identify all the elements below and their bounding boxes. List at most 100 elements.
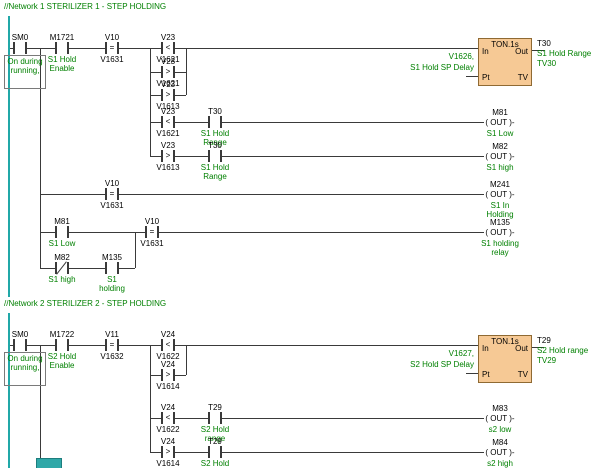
wire-horizontal (150, 122, 492, 123)
coil-device-label: M135 (489, 218, 510, 227)
operand-top: V10 (104, 33, 120, 42)
timer-title: TON.1s (491, 40, 519, 49)
operand-top: V23 (160, 57, 176, 66)
timer-output-comment: S2 Hold range (537, 346, 589, 355)
coil-device-label: M241 (489, 180, 510, 189)
no-contact-symbol (55, 42, 69, 54)
timer-pin-pt: Pt (482, 73, 490, 82)
compare-contact-symbol: < (161, 339, 175, 351)
timer-pin-pt: Pt (482, 370, 490, 379)
compare-contact-symbol: > (161, 446, 175, 458)
wire-horizontal (40, 232, 492, 233)
network2-margin-bar (8, 313, 10, 468)
operand-top: V10 (144, 217, 160, 226)
compare-contact-symbol: = (105, 188, 119, 200)
device-label: T29 (208, 437, 222, 446)
device-label: SM0 (11, 33, 29, 42)
no-contact-symbol (208, 412, 222, 424)
coil-device-label: M81 (492, 108, 508, 117)
wire-horizontal (150, 156, 492, 157)
timer-pt-operand: V1626, (448, 52, 474, 61)
operand-bottom: V1613 (156, 163, 180, 172)
timer-pin-tv: TV (517, 73, 528, 82)
device-label: M135 (101, 253, 122, 262)
wire-horizontal (40, 268, 135, 269)
wire-horizontal (40, 194, 492, 195)
compare-contact-symbol: < (161, 412, 175, 424)
device-comment-box[interactable]: On during running, (4, 55, 46, 89)
device-comment-line: On during (7, 354, 43, 363)
timer-pt-comment: S2 Hold SP Delay (410, 360, 474, 369)
device-comment: S1 Hold Range (200, 163, 230, 181)
device-label: M1722 (49, 330, 75, 339)
device-comment-line: running, (10, 66, 40, 75)
operand-bottom: V1622 (156, 425, 180, 434)
operand-bottom: V1621 (156, 79, 180, 88)
wire-horizontal (150, 418, 492, 419)
coil-comment: S1 Low (486, 129, 514, 138)
timer-pin-out: Out (515, 344, 528, 353)
wire-horizontal (10, 345, 478, 346)
coil-comment: s2 low (488, 425, 512, 434)
no-contact-symbol (105, 262, 119, 274)
timer-output-bit: T29 (537, 336, 551, 345)
device-comment: S1 Hold Range (200, 129, 230, 147)
wire-horizontal (532, 50, 544, 51)
device-comment: S1 high (48, 275, 76, 284)
timer-title: TON.1s (491, 337, 519, 346)
compare-contact-symbol: > (161, 369, 175, 381)
timer-output-labels: T29 S2 Hold range TV29 (537, 336, 599, 366)
ton-timer-t30[interactable]: TON.1s In Out Pt TV (478, 38, 532, 86)
compare-contact-symbol: > (161, 89, 175, 101)
timer-tv-comment: TV30 (537, 59, 557, 68)
operand-bottom: V1621 (156, 129, 180, 138)
device-comment-box[interactable]: On during running, (4, 352, 46, 386)
compare-contact-symbol: < (161, 42, 175, 54)
device-comment-line: running, (10, 363, 40, 372)
device-comment: S1 holding (99, 275, 125, 293)
network1-margin-bar (8, 16, 10, 297)
operand-bottom: V1631 (100, 201, 124, 210)
no-contact-symbol (55, 339, 69, 351)
compare-contact-symbol: < (161, 116, 175, 128)
network1-header[interactable]: //Network 1 STERILIZER 1 - STEP HOLDING (4, 2, 167, 11)
operand-top: V24 (160, 437, 176, 446)
compare-contact-symbol: = (105, 339, 119, 351)
device-label: M81 (54, 217, 70, 226)
timer-tv-comment: TV29 (537, 356, 557, 365)
timer-pin-in: In (482, 47, 489, 56)
coil-comment: S1 holding relay (481, 239, 519, 257)
timer-pin-tv: TV (517, 370, 528, 379)
timer-pt-comment: S1 Hold SP Delay (410, 63, 474, 72)
coil-symbol: ( OUT )- (484, 448, 516, 457)
device-label: M82 (54, 253, 70, 262)
operand-top: V11 (105, 330, 119, 339)
device-comment: S2 Hold Enable (47, 352, 77, 370)
device-comment-line: On during (7, 57, 43, 66)
coil-symbol: ( OUT )- (484, 190, 516, 199)
timer-output-labels: T30 S1 Hold Range TV30 (537, 39, 599, 69)
operand-bottom: V1613 (156, 102, 180, 111)
coil-symbol: ( OUT )- (484, 118, 516, 127)
operand-bottom: V1614 (156, 459, 180, 468)
device-comment: S1 Hold Enable (47, 55, 77, 73)
wire-vertical (150, 345, 151, 452)
device-label: T30 (208, 141, 222, 150)
ton-timer-t29[interactable]: TON.1s In Out Pt TV (478, 335, 532, 383)
coil-device-label: M82 (492, 142, 508, 151)
coil-device-label: M84 (492, 438, 508, 447)
wire-vertical (186, 48, 187, 95)
wire-horizontal (10, 48, 478, 49)
device-comment: S2 Hold (200, 459, 230, 468)
timer-output-bit: T30 (537, 39, 551, 48)
partial-instruction-box[interactable] (36, 458, 62, 468)
wire-vertical (186, 345, 187, 375)
network2-header[interactable]: //Network 2 STERILIZER 2 - STEP HOLDING (4, 299, 167, 308)
coil-comment: s2 high (487, 459, 513, 468)
operand-bottom: V1631 (100, 55, 124, 64)
no-contact-symbol (208, 116, 222, 128)
operand-top: V23 (160, 141, 176, 150)
operand-bottom: V1622 (156, 352, 180, 361)
wire-vertical (40, 345, 41, 458)
